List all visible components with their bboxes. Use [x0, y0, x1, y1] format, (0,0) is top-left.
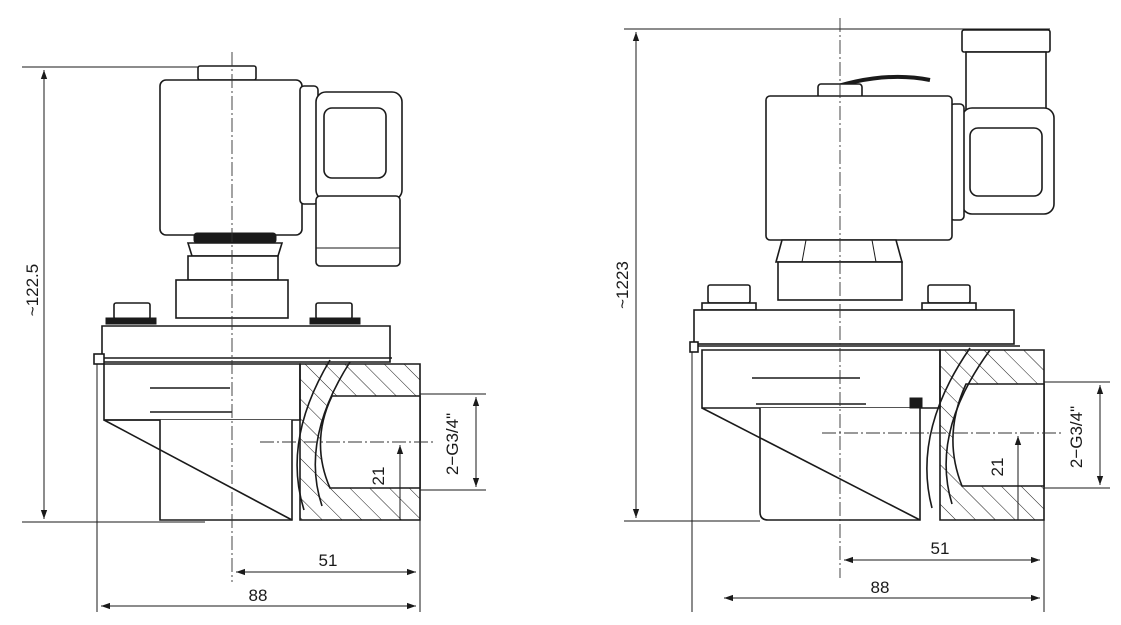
port-bore [952, 383, 1045, 487]
cover-lip [93, 353, 105, 365]
washer-left [105, 317, 157, 325]
body-slant-line [103, 419, 293, 521]
body-slant-line [701, 407, 921, 521]
width-label: 88 [871, 578, 890, 597]
cover-plate [101, 325, 391, 363]
axis-height-label: 21 [369, 467, 388, 486]
thread-label: 2−G3/4" [443, 413, 462, 475]
body-plug [909, 397, 923, 409]
coil-housing [159, 79, 303, 236]
connector-top-nut [961, 29, 1051, 53]
armature-ring [193, 232, 277, 244]
connector-plug [961, 107, 1055, 215]
port-curve-outer [296, 359, 331, 511]
height-label: ~1223 [613, 261, 632, 309]
nut-facet-2 [871, 239, 877, 263]
bolt-head-left [707, 284, 751, 304]
cover-plate [693, 309, 1015, 345]
connector-gland [965, 51, 1047, 111]
nut-facet-1 [801, 239, 807, 263]
washer-left [701, 302, 757, 311]
washer-right [921, 302, 977, 311]
connector-face [969, 127, 1043, 197]
bolt-head-left [113, 302, 151, 320]
port-curve-outer [926, 347, 971, 509]
half-width-label: 51 [931, 539, 950, 558]
left-valve-view: ~122.5 [22, 52, 486, 612]
width-label: 88 [249, 586, 268, 605]
port-curve-inner [314, 361, 351, 507]
armature-nut [186, 242, 284, 257]
connector-face [323, 107, 387, 179]
half-width-label: 51 [319, 551, 338, 570]
connector-cable-gland [315, 195, 401, 267]
armature-tube [187, 255, 279, 281]
valve-body-upper [701, 349, 941, 409]
port-curve-inner [945, 349, 991, 505]
cover-lip [689, 341, 699, 353]
bolt-head-right [315, 302, 353, 320]
right-valve-view: ~1223 [613, 18, 1110, 612]
coil-housing [765, 95, 953, 241]
coil-cap-nut [197, 65, 257, 81]
bolt-head-right [927, 284, 971, 304]
armature-nut [774, 239, 904, 263]
height-label: ~122.5 [23, 264, 42, 316]
axis-height-label: 21 [988, 458, 1007, 477]
thread-label: 2−G3/4" [1067, 406, 1086, 468]
washer-right [309, 317, 361, 325]
